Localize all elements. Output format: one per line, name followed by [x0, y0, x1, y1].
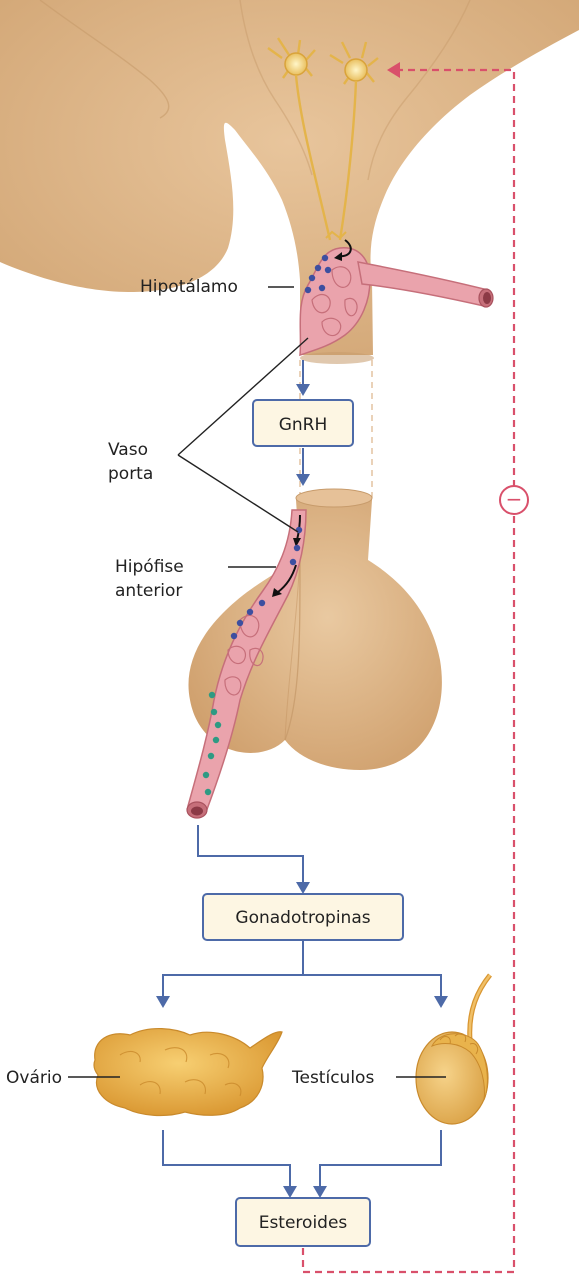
- testes-label: Testículos: [291, 1068, 374, 1088]
- gonadotropins-box[interactable]: Gonadotropinas: [203, 894, 403, 940]
- gnrh-box[interactable]: GnRH: [253, 400, 353, 446]
- gonadotropins-label: Gonadotropinas: [235, 908, 370, 928]
- gnrh-label: GnRH: [279, 415, 328, 435]
- testis: [416, 975, 490, 1124]
- portal-vessel-leader-bottom: [178, 455, 298, 532]
- ovary-label: Ovário: [6, 1068, 62, 1088]
- pituitary-label-line1: Hipófise: [115, 557, 184, 577]
- portal-vessel-label-line1: Vaso: [108, 440, 148, 460]
- portal-capillaries-hypothalamus: [300, 240, 493, 355]
- steroids-label: Esteroides: [259, 1213, 348, 1233]
- hypothalamus-label: Hipotálamo: [140, 277, 238, 297]
- inhibition-minus: −: [506, 487, 523, 511]
- pituitary-label-line2: anterior: [115, 581, 182, 601]
- steroids-box[interactable]: Esteroides: [236, 1198, 370, 1246]
- portal-vessel-label-line2: porta: [108, 464, 153, 484]
- ovary: [94, 1029, 282, 1116]
